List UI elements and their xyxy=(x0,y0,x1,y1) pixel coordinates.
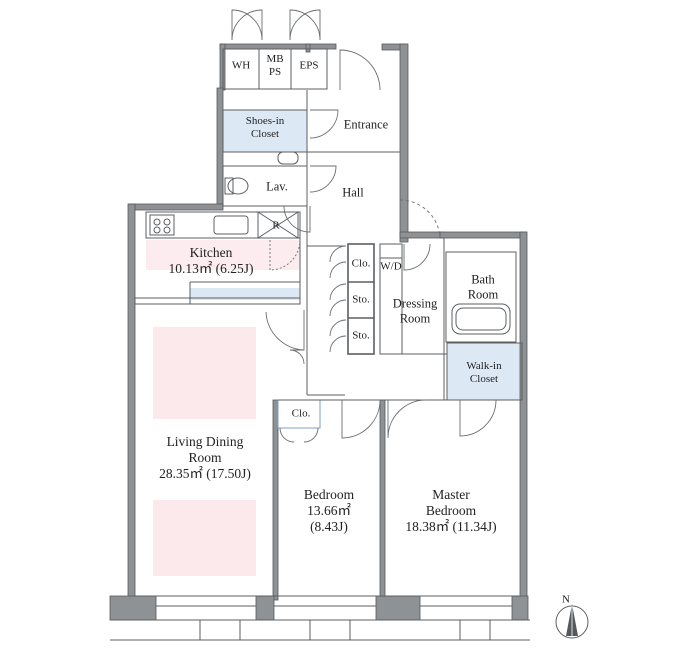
walkin-closet-line1: Walk-in xyxy=(466,360,502,373)
doors xyxy=(231,9,497,443)
storage-1-label: Sto. xyxy=(352,293,370,306)
hall-label: Hall xyxy=(342,185,364,200)
dressing-room-line2: Room xyxy=(399,311,431,325)
bedroom-label: Bedroom 13.66㎡ (8.43J) xyxy=(304,487,354,535)
entrance-label: Entrance xyxy=(343,117,389,132)
compass-north-label: N xyxy=(562,593,570,606)
refrigerator-label: R xyxy=(272,219,280,232)
kitchen-label: Kitchen 10.13㎡ (6.25J) xyxy=(168,245,253,277)
eps-label: EPS xyxy=(299,59,319,72)
mbps-line1: MB xyxy=(266,53,284,66)
bedroom-jo: (8.43J) xyxy=(310,518,348,534)
bath-room-label: Bath Room xyxy=(468,272,499,302)
living-dining-line2: Room xyxy=(188,450,222,466)
closet-bedroom-label: Clo. xyxy=(291,407,311,420)
shoes-closet-line1: Shoes-in xyxy=(245,115,285,128)
bedroom-name: Bedroom xyxy=(303,487,355,503)
kitchen-name: Kitchen xyxy=(189,245,233,261)
bath-room-line2: Room xyxy=(467,287,499,301)
dressing-room-line1: Dressing xyxy=(392,296,438,311)
living-dining-line1: Living Dining xyxy=(166,434,244,450)
master-bedroom-area: 18.38㎡ (11.34J) xyxy=(405,518,497,534)
kitchen-counter-fill xyxy=(190,288,300,300)
dressing-room-label: Dressing Room xyxy=(393,296,437,326)
wd-label: W/D xyxy=(380,260,402,273)
compass xyxy=(555,604,589,639)
lav-label: Lav. xyxy=(266,179,288,194)
shoes-closet-fill xyxy=(223,110,307,152)
living-dining-label: Living Dining Room 28.35㎡ (17.50J) xyxy=(159,434,251,482)
storage-2-label: Sto. xyxy=(352,329,370,342)
living-dining-area: 28.35㎡ (17.50J) xyxy=(159,465,251,481)
closet-hall-label: Clo. xyxy=(351,257,371,270)
master-bedroom-line2: Bedroom xyxy=(425,503,477,519)
bedroom-area: 13.66㎡ xyxy=(307,503,351,519)
kitchen-floor-fill xyxy=(146,240,300,270)
walkin-closet-fill xyxy=(447,343,522,400)
wh-label: WH xyxy=(231,59,251,72)
shoes-closet-line2: Closet xyxy=(250,128,280,140)
interior-lines xyxy=(110,48,530,641)
living-rug-top xyxy=(153,327,256,419)
master-bedroom-label: Master Bedroom 18.38㎡ (11.34J) xyxy=(405,487,496,535)
walkin-closet-line2: Closet xyxy=(469,373,499,385)
living-rug-bottom xyxy=(153,500,256,576)
kitchen-area: 10.13㎡ (6.25J) xyxy=(168,261,254,276)
shaded-areas xyxy=(146,110,522,576)
mbps-label: MB PS xyxy=(266,53,283,79)
walkin-closet-label: Walk-in Closet xyxy=(466,360,501,386)
master-bedroom-line1: Master xyxy=(432,487,470,503)
bath-room-line1: Bath xyxy=(471,272,495,287)
shoes-closet-label: Shoes-in Closet xyxy=(246,115,285,141)
mbps-line2: PS xyxy=(268,66,282,78)
